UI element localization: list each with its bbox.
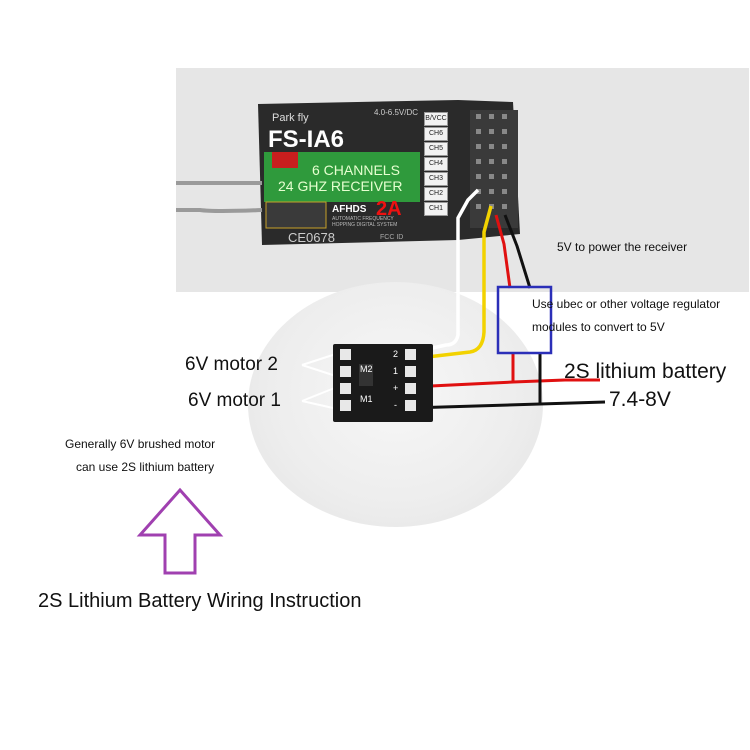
driver-pin-1: 1 [393,366,399,376]
motor-driver-shape [333,344,433,422]
voltage-label: 4.0-6.5V/DC [374,108,419,117]
voltage-regulator-box [496,285,553,355]
brand-red-mark [272,152,298,168]
receiver-module: Park fly FS-IA6 4.0-6.5V/DC 6 CHANNELS 2… [258,100,523,245]
driver-label-m1: M1 [360,394,373,404]
driver-pin-minus: - [394,400,397,410]
motor1-label: 6V motor 1 [188,390,281,411]
model-label: FS-IA6 [268,126,345,153]
ubec-label-line2: modules to convert to 5V [532,320,665,334]
battery-voltage-label: 7.4-8V [609,388,671,411]
battery-label: 2S lithium battery [564,360,727,383]
motor2-label: 6V motor 2 [185,354,278,375]
antenna-wires [176,181,263,213]
band-label: 24 GHZ RECEIVER [278,178,403,194]
white-ch2-wire [409,188,480,355]
channel-signal-wires [409,188,493,361]
yellow-ch1-wire [409,205,493,361]
note-line1: Generally 6V brushed motor [65,437,216,451]
note-line2: can use 2S lithium battery [76,460,215,474]
motor-driver-board: M2 M1 2 1 + - [333,344,433,422]
up-arrow-icon [136,487,224,575]
brand-label: Park fly [272,112,309,124]
pin-label-ch1: CH1 [424,202,448,216]
protocol-version-label: 2A [376,198,402,220]
black-battery-wire [409,400,606,410]
black-receiver-ground-wire [503,214,532,289]
driver-pin-2: 2 [393,349,399,359]
red-receiver-power-wire [494,214,512,289]
pin-label-ch4: CH4 [424,157,448,171]
pin-label-ch6: CH6 [424,127,448,141]
fcc-label: FCC ID [380,234,404,241]
driver-pin-plus: + [393,383,399,393]
receiver-logo-badge [265,201,327,229]
power-wires [409,214,606,410]
pin-label-ch2: CH2 [424,187,448,201]
pin-label-ch5: CH5 [424,142,448,156]
protocol-sub-label: AUTOMATIC FREQUENCY HOPPING DIGITAL SYST… [332,216,398,228]
pin-header [476,114,507,209]
caption-title: 2S Lithium Battery Wiring Instruction [38,590,362,612]
ubec-label-line1: Use ubec or other voltage regulator [532,297,721,311]
driver-label-m2: M2 [360,364,373,374]
channels-label: 6 CHANNELS [312,162,400,178]
pin-label-bvcc: B/VCC [424,112,448,126]
ce-mark-label: CE0678 [288,230,335,245]
pin-label-ch3: CH3 [424,172,448,186]
protocol-label: AFHDS [332,204,367,215]
power-receiver-label: 5V to power the receiver [557,240,688,254]
